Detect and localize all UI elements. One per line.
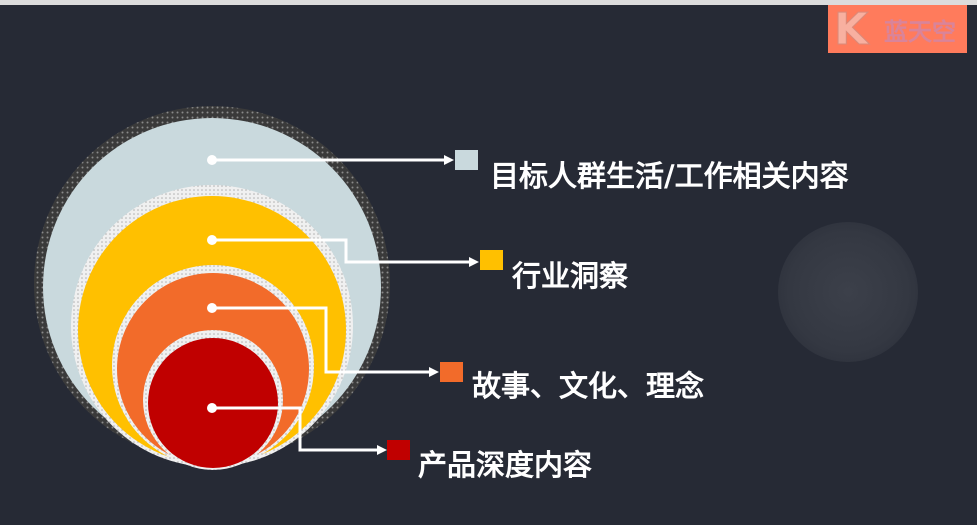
dot-2 <box>207 235 217 245</box>
background-glow <box>778 222 918 362</box>
dot-4 <box>207 403 217 413</box>
label-industry: 行业洞察 <box>512 259 629 293</box>
arrowhead-3 <box>429 367 439 377</box>
legend-square-audience <box>455 150 478 170</box>
dot-3 <box>207 303 217 313</box>
arrowhead-2 <box>469 257 479 267</box>
legend-square-industry <box>480 250 503 270</box>
logo: K 蓝天空 <box>828 3 967 55</box>
label-story: 故事、文化、理念 <box>472 369 705 403</box>
connector-2 <box>212 238 472 264</box>
top-bar <box>0 0 977 5</box>
legend-square-story <box>440 362 463 382</box>
connector-3 <box>212 306 432 374</box>
logo-text: 蓝天空 <box>884 17 956 46</box>
label-product: 产品深度内容 <box>418 448 593 482</box>
arrowhead-1 <box>444 155 454 165</box>
logo-letter: K <box>834 3 869 55</box>
connector-4 <box>212 406 380 452</box>
arrowhead-4 <box>377 445 387 455</box>
dot-1 <box>207 155 217 165</box>
circle-product <box>148 338 278 468</box>
label-audience: 目标人群生活/工作相关内容 <box>490 159 849 193</box>
legend-square-product <box>387 440 410 460</box>
